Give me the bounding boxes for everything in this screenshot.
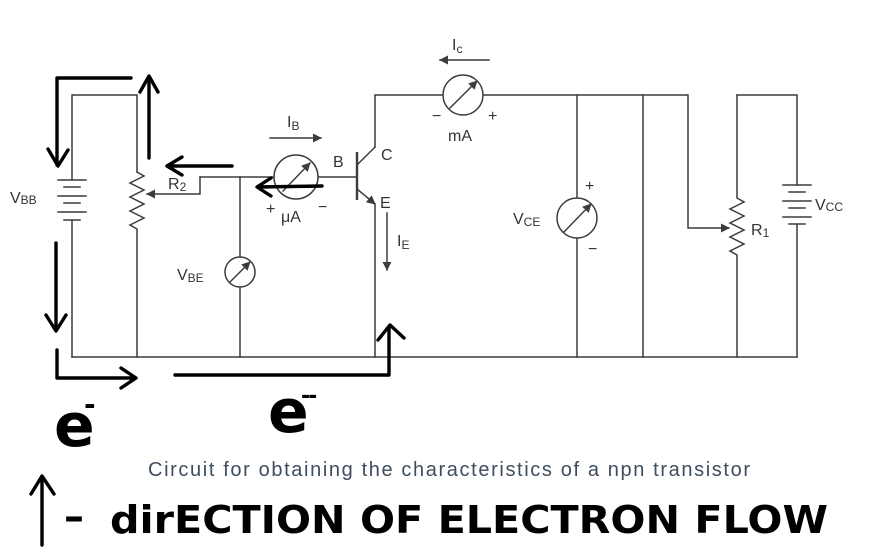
label-vcc: VCC bbox=[815, 197, 843, 214]
electron-flow-arrow-left-wiper-icon bbox=[165, 155, 234, 177]
label-base: B bbox=[333, 154, 344, 171]
label-vbe-subscript: BE bbox=[188, 271, 204, 285]
label-ic: Ic bbox=[452, 37, 462, 56]
label-ib-subscript: B bbox=[291, 119, 299, 133]
label-vcc-symbol: V bbox=[815, 197, 826, 214]
label-emitter: E bbox=[380, 195, 391, 212]
label-ib: IB bbox=[287, 114, 299, 133]
label-r2: R2 bbox=[168, 176, 187, 194]
legend-text: dirECTION OF ELECTRON FLOW bbox=[110, 498, 828, 542]
battery-vcc-plates bbox=[782, 184, 812, 225]
label-ic-subscript: c bbox=[456, 42, 462, 56]
label-ib-symbol: I bbox=[287, 114, 291, 131]
label-r1-subscript: 1 bbox=[763, 226, 770, 240]
label-vbb-symbol: V bbox=[10, 190, 21, 207]
battery-vbb-icon bbox=[57, 179, 87, 221]
voltmeter-vbe-needle-icon bbox=[228, 260, 252, 284]
microammeter-minus: − bbox=[318, 199, 327, 216]
label-vbb-subscript: BB bbox=[21, 193, 37, 207]
label-vbe: VBE bbox=[177, 267, 204, 285]
label-ie-symbol: I bbox=[397, 233, 401, 250]
electron-flow-arrow-bottom-left-icon bbox=[55, 348, 138, 390]
label-ic-symbol: I bbox=[452, 37, 456, 54]
voltmeter-vbe-icon bbox=[224, 256, 256, 288]
milliammeter-icon bbox=[442, 74, 484, 116]
electron-flow-arrow-down-left-icon bbox=[44, 241, 68, 333]
electron-flow-arrow-bottom-right-icon bbox=[173, 323, 406, 377]
diagram-caption: Circuit for obtaining the characteristic… bbox=[148, 459, 750, 481]
microammeter-unit: μA bbox=[281, 209, 301, 226]
label-ie-subscript: E bbox=[401, 238, 409, 252]
label-collector: C bbox=[381, 147, 393, 164]
up-arrow-icon bbox=[29, 474, 56, 547]
microammeter-icon bbox=[273, 154, 319, 200]
resistor-r2-zigzag bbox=[128, 170, 146, 358]
voltmeter-vce-icon bbox=[556, 197, 598, 239]
battery-vcc-icon bbox=[782, 184, 812, 225]
resistor-r1-zigzag bbox=[728, 94, 746, 358]
voltmeter-vce-needle-icon bbox=[562, 202, 593, 234]
electron-flow-arrow-left-microammeter-icon bbox=[255, 176, 324, 198]
battery-vbb-plates bbox=[57, 179, 87, 221]
potentiometer-r2-wiper bbox=[146, 176, 201, 199]
potentiometer-r1-icon bbox=[728, 94, 746, 358]
label-r2-symbol: R bbox=[168, 176, 180, 193]
electron-flow-arrow-top-left-icon bbox=[46, 76, 133, 168]
label-vbe-symbol: V bbox=[177, 267, 188, 284]
wire-collector-top-right bbox=[482, 94, 730, 233]
label-r1: R1 bbox=[751, 222, 770, 240]
label-vce: VCE bbox=[513, 211, 540, 229]
label-r1-symbol: R bbox=[751, 222, 763, 239]
label-vbb: VBB bbox=[10, 190, 37, 207]
electron-flow-arrow-up-r2-icon bbox=[138, 74, 160, 160]
electron-charge-right: -- bbox=[301, 384, 316, 409]
npn-transistor-icon bbox=[355, 145, 377, 206]
milliammeter-needle-icon bbox=[448, 79, 479, 110]
milliammeter-unit: mA bbox=[448, 128, 472, 145]
transistor-emitter-lead bbox=[355, 187, 377, 206]
milliammeter-plus: + bbox=[488, 108, 497, 125]
legend-dash: – bbox=[64, 494, 84, 540]
electron-symbol-right: e bbox=[268, 377, 309, 447]
label-ie: IE bbox=[397, 233, 409, 252]
milliammeter-minus: − bbox=[432, 108, 441, 125]
label-vce-subscript: CE bbox=[524, 215, 541, 229]
microammeter-plus: + bbox=[266, 201, 275, 218]
voltmeter-vce-minus: − bbox=[588, 241, 597, 258]
wire-vbb-top-loop bbox=[71, 94, 138, 181]
label-vce-symbol: V bbox=[513, 211, 524, 228]
wire-collector-top-left bbox=[374, 94, 444, 148]
electron-flow-arrows bbox=[44, 74, 406, 390]
label-vcc-subscript: CC bbox=[826, 200, 844, 214]
electron-charge-left: - bbox=[84, 388, 96, 421]
electron-symbol-left: e bbox=[54, 391, 95, 461]
potentiometer-r2-icon bbox=[128, 170, 201, 358]
label-r2-subscript: 2 bbox=[180, 180, 187, 194]
wire-vcc-top bbox=[736, 94, 798, 186]
voltmeter-vce-plus: + bbox=[585, 178, 594, 195]
transistor-collector-lead bbox=[355, 145, 377, 167]
